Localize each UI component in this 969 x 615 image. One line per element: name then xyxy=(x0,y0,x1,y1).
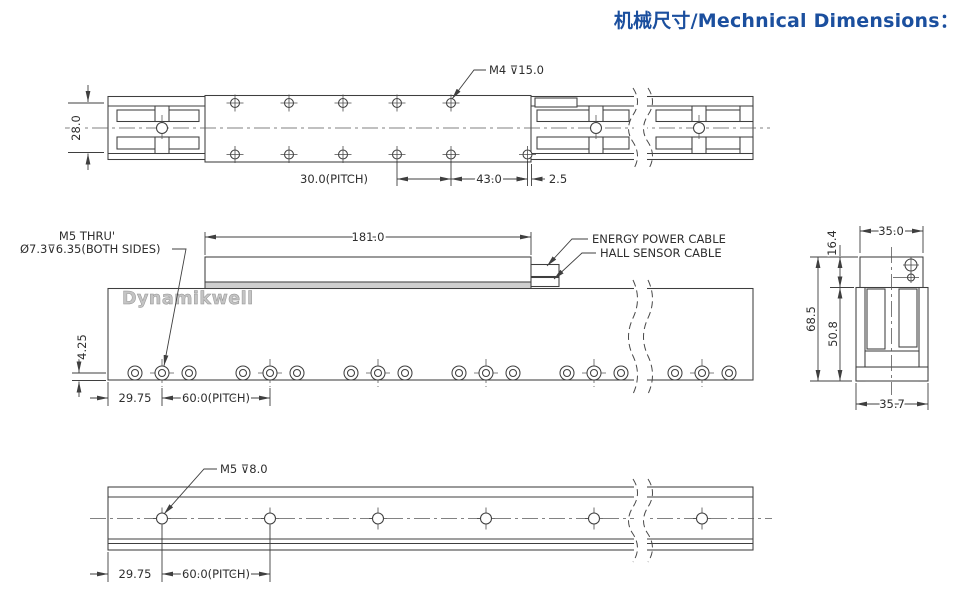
magnet-plate-right xyxy=(898,288,918,348)
hall-cable-leader xyxy=(553,252,596,280)
break-line xyxy=(628,279,638,395)
slider-side-view xyxy=(204,256,532,283)
m4-callout-label: M4 ⊽15.0 xyxy=(489,63,544,77)
dim-60-pitch-bottom-label: 60.0(PITCH) xyxy=(182,567,250,581)
m5-thru-callout-line1: M5 THRU' xyxy=(59,229,115,243)
break-line xyxy=(643,279,653,395)
top-view-dimensions: 28.0 30.0(PITCH) 43.0 2.5 M4 ⊽15.0 xyxy=(67,61,569,188)
energy-cable-stub xyxy=(530,263,560,278)
m4-leader-line xyxy=(451,69,486,100)
side-view-dimensions: 181.0 ENERGY POWER CABLE HALL SENSOR CAB… xyxy=(18,227,728,407)
section-view: 35.0 16.4 50.8 68.5 35.7 xyxy=(802,222,929,413)
dim-60-pitch-side-label: 60.0(PITCH) xyxy=(182,391,250,405)
energy-cable-label: ENERGY POWER CABLE xyxy=(592,232,726,246)
dim-29-75-side-label: 29.75 xyxy=(119,391,152,405)
dim-181-label: 181.0 xyxy=(352,230,385,244)
break-line xyxy=(643,87,653,171)
hall-cable-label: HALL SENSOR CABLE xyxy=(600,246,722,260)
slider-top-view xyxy=(204,94,532,163)
bottom-view: M5 ⊽8.0 29.75 60.0(PITCH) xyxy=(90,460,772,583)
m5-bottom-callout: M5 ⊽8.0 xyxy=(220,462,268,476)
magnet-strip xyxy=(204,281,532,289)
hall-cable-stub xyxy=(530,276,560,288)
break-line xyxy=(643,478,653,563)
bottom-view-dimensions: M5 ⊽8.0 29.75 60.0(PITCH) xyxy=(90,460,271,583)
m5-thru-callout-line2: Ø7.3⊽6.35(BOTH SIDES) xyxy=(20,242,161,256)
magnet-plate-left xyxy=(866,288,886,350)
break-line xyxy=(628,87,638,171)
dim-4-25-label: 4.25 xyxy=(75,334,89,360)
dim-68-5-label: 68.5 xyxy=(804,306,818,332)
m5-thru-leader xyxy=(163,248,187,367)
dim-35-0-label: 35.0 xyxy=(878,224,904,238)
top-view: 28.0 30.0(PITCH) 43.0 2.5 M4 ⊽15.0 xyxy=(65,61,770,188)
m5-bottom-leader xyxy=(163,468,217,515)
rail-right-slots xyxy=(534,97,754,155)
watermark-logo: Dynamikwell xyxy=(122,289,254,309)
side-view: Dynamikwell 181.0 ENERGY POWER CABLE xyxy=(18,227,754,407)
break-line xyxy=(628,478,638,563)
dim-30-pitch-label: 30.0(PITCH) xyxy=(300,172,368,186)
rail-left-cap xyxy=(116,105,200,155)
dim-50-8-label: 50.8 xyxy=(826,321,840,347)
page-title: 机械尺寸/Mechnical Dimensions： xyxy=(613,10,959,32)
dim-2-5-label: 2.5 xyxy=(549,172,567,186)
dim-28-label: 28.0 xyxy=(69,115,83,141)
dim-43-label: 43.0 xyxy=(476,172,502,186)
dim-35-7-label: 35.7 xyxy=(879,397,905,411)
section-view-dimensions: 35.0 16.4 50.8 68.5 35.7 xyxy=(802,222,929,413)
u-channel-section xyxy=(855,286,929,382)
dim-29-75-bottom-label: 29.75 xyxy=(119,567,152,581)
dim-16-4-label: 16.4 xyxy=(825,230,839,256)
energy-cable-leader xyxy=(546,238,588,267)
